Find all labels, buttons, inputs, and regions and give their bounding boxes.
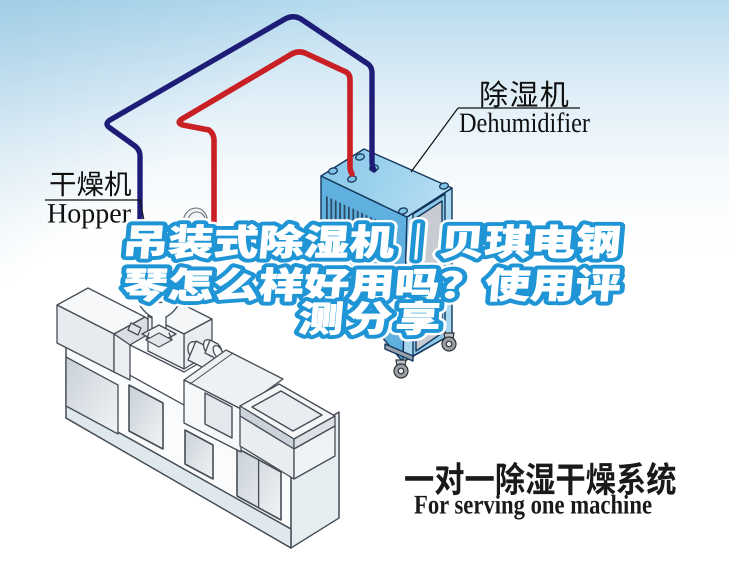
svg-text:For serving one machine: For serving one machine [414, 490, 652, 520]
svg-text:Dehumidifier: Dehumidifier [459, 108, 591, 139]
svg-text:Hopper: Hopper [47, 199, 132, 230]
